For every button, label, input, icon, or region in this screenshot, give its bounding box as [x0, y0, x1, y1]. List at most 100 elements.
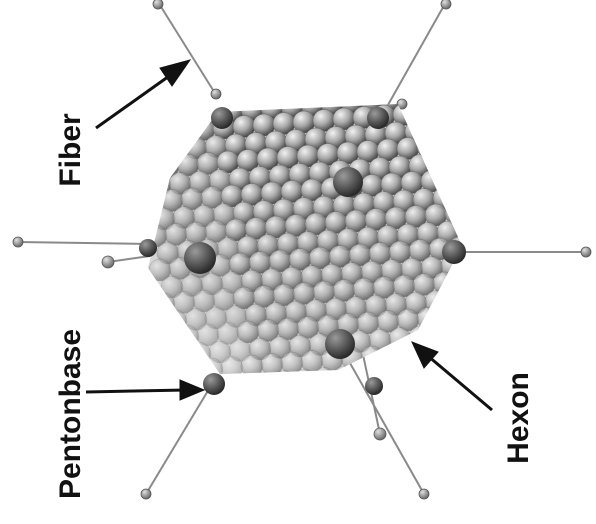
hexon-sphere [429, 325, 451, 347]
penton-base [365, 377, 383, 395]
penton-base [333, 167, 363, 197]
hexon-sphere [457, 305, 479, 327]
hexon-sphere [229, 82, 251, 104]
hexon-sphere [429, 153, 451, 175]
label-pentonbase: Pentonbase [54, 329, 87, 499]
pentonbase-arrow [86, 380, 204, 400]
hexon-sphere [169, 86, 191, 108]
fiber-top-left [158, 2, 218, 98]
fiber-arrow [96, 60, 190, 128]
hexon-sphere [413, 102, 435, 124]
hexon-sphere [145, 140, 167, 162]
hexon-sphere [473, 356, 495, 378]
hexon-sphere [449, 65, 471, 87]
label-fiber: Fiber [54, 113, 87, 187]
hexon-sphere [481, 252, 503, 274]
fiber-left [18, 242, 150, 244]
knob [153, 0, 163, 9]
hexon-sphere [437, 306, 459, 328]
penton-base [184, 242, 216, 274]
hexon-sphere [469, 64, 491, 86]
hexon-sphere [469, 235, 491, 257]
hexon-sphere [453, 186, 475, 208]
hexon-sphere [485, 200, 507, 222]
hexon-sphere [441, 340, 463, 362]
hexon-sphere [445, 118, 467, 140]
hexon-sphere [457, 220, 479, 242]
hexon-sphere [137, 157, 159, 179]
hexon-sphere [417, 308, 439, 330]
knob [141, 489, 151, 499]
hexon-sphere [449, 323, 471, 345]
hexon-sphere [497, 302, 519, 324]
hexon-sphere [453, 357, 475, 379]
hexon-sphere [389, 328, 411, 350]
hexon-sphere [509, 319, 531, 341]
hexon-sphere [309, 76, 331, 98]
knob [102, 256, 114, 268]
hexon-sphere [293, 369, 315, 391]
hexon-sphere [161, 105, 183, 127]
hexon-sphere [313, 368, 335, 390]
hexon-sphere [409, 68, 431, 90]
hexon-sphere [473, 184, 495, 206]
hexon-sphere [501, 251, 523, 273]
hexon-sphere [489, 320, 511, 342]
penton-base [211, 107, 233, 129]
hexon-sphere [465, 288, 487, 310]
hexon-sphere [477, 303, 499, 325]
hexon-sphere [153, 293, 175, 315]
hexon-sphere [461, 167, 483, 189]
fiber-bottom-right [346, 356, 424, 494]
hexon-sphere [249, 80, 271, 102]
hexon-sphere [473, 269, 495, 291]
hexon-sphere [461, 82, 483, 104]
hexon-sphere [513, 353, 535, 375]
hexon-sphere [445, 289, 467, 311]
hexon-sphere [441, 84, 463, 106]
hexon-sphere [481, 337, 503, 359]
hexon-sphere [453, 99, 475, 121]
hexon-sphere [465, 201, 487, 223]
hexon-sphere [253, 372, 275, 394]
hexon-sphere [181, 360, 203, 382]
hexon-sphere [369, 71, 391, 93]
hexon-sphere [141, 106, 163, 128]
knob [13, 237, 23, 247]
penton-base [442, 240, 466, 264]
hexon-sphere [429, 67, 451, 89]
hexon-sphere [333, 366, 355, 388]
hexon-sphere [189, 85, 211, 107]
knob [419, 489, 429, 499]
penton-base [325, 329, 355, 359]
hexon-sphere [389, 70, 411, 92]
hexon-sphere [461, 339, 483, 361]
hexon-sphere [289, 77, 311, 99]
hexon-sphere [329, 74, 351, 96]
hexon-sphere [425, 119, 447, 141]
penton-base-labeled [203, 373, 225, 395]
hexon-arrow [412, 342, 492, 410]
hexon-sphere [493, 268, 515, 290]
hexon-sphere [469, 322, 491, 344]
hexon-sphere [269, 79, 291, 101]
knob [211, 89, 221, 99]
hexon-sphere [465, 116, 487, 138]
hexon-sphere [221, 357, 243, 379]
knob [374, 428, 386, 440]
hexon-sphere [177, 326, 199, 348]
hexon-sphere [473, 98, 495, 120]
hexon-sphere [165, 310, 187, 332]
hexon-sphere [481, 166, 503, 188]
penton-base [139, 239, 157, 257]
hexon-sphere [141, 191, 163, 213]
hexon-sphere [233, 374, 255, 396]
hexon-sphere [165, 139, 187, 161]
hexon-sphere [189, 343, 211, 365]
hexon-sphere [133, 123, 155, 145]
hexon-sphere [505, 285, 527, 307]
hexon-sphere [149, 88, 171, 110]
hexon-sphere [485, 286, 507, 308]
hexon-sphere [393, 362, 415, 384]
